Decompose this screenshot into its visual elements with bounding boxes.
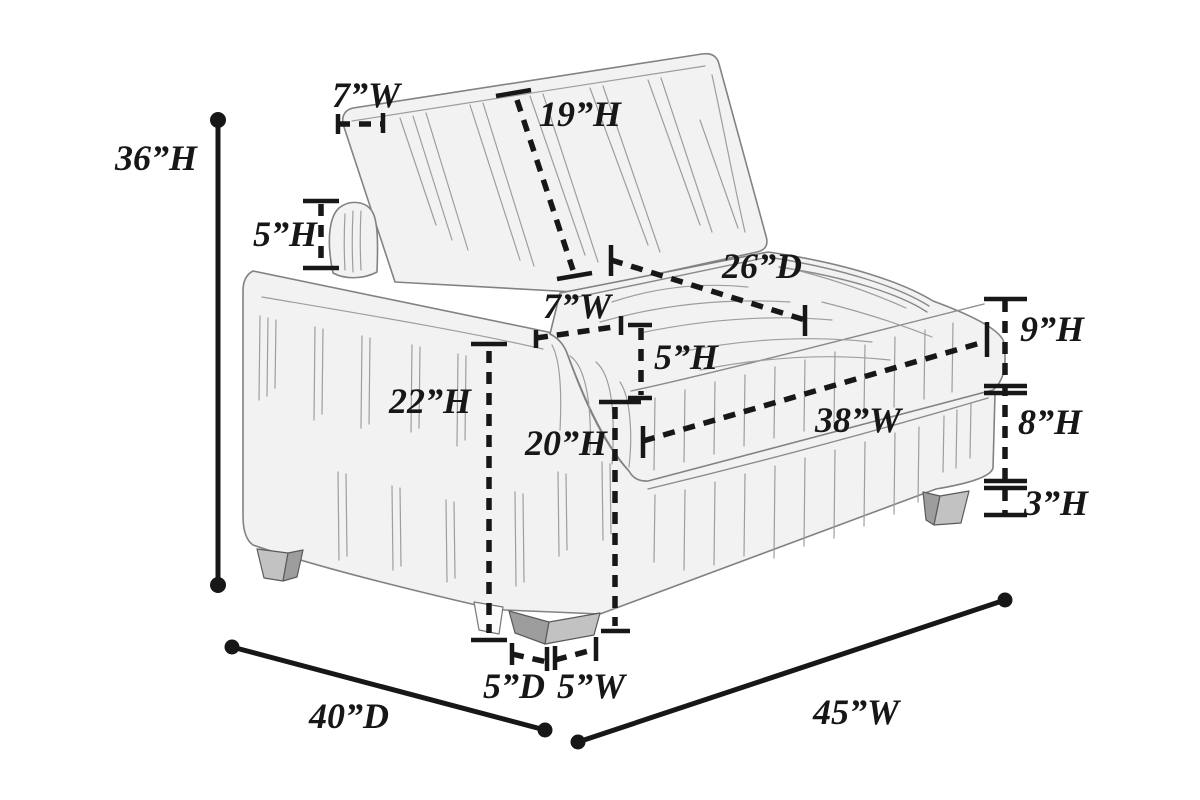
dim-overall-height: 36”H [114, 112, 226, 593]
dimension-annotations: 36”H 7”W 19”H 5”H 26”D [114, 75, 1089, 750]
back-pleat-lines [399, 77, 739, 267]
dim-overall-depth: 40”D [224, 639, 553, 738]
seat-piping-lines [567, 257, 989, 490]
back-right-contour [711, 74, 746, 233]
front-panel-pleats [514, 461, 612, 587]
arm-front-contours [551, 344, 632, 468]
sofa-back-cushion [341, 52, 768, 293]
arm-pillow [328, 201, 379, 279]
right-leg-front-face [933, 490, 970, 526]
dim-seat-depth: 26”D [608, 245, 808, 336]
sofa-legs [256, 490, 970, 645]
arm-top-band-line [261, 296, 544, 350]
back-top-band-line [351, 65, 706, 122]
dim-arm-top-width: 7”W [533, 286, 624, 348]
arm-pillow-pleats [343, 210, 362, 273]
back-top-width-label: 7”W [332, 75, 403, 115]
seat-tuft-arcs [599, 267, 933, 371]
base-band-pleats [653, 403, 972, 571]
dim-arm-front-height: 5”H [628, 322, 719, 401]
seat-width-label: 38”W [814, 400, 904, 440]
leg-depth-label: 5”D [483, 666, 545, 706]
overall-width-label: 45”W [812, 692, 902, 732]
front-leg-side-face [508, 610, 550, 645]
dim-right-height-stack: 9”H 8”H 3”H [984, 296, 1089, 523]
cushion-height-label: 9”H [1020, 309, 1085, 349]
center-back-leg [473, 601, 504, 635]
dim-overall-width: 45”W [570, 592, 1013, 750]
dim-seat-front-height: 20”H [524, 399, 641, 634]
arm-front-height-label: 5”H [654, 337, 719, 377]
dim-leg-depth: 5”D [483, 643, 550, 706]
dim-back-height: 19”H [495, 87, 622, 282]
base-height-label: 8”H [1018, 402, 1083, 442]
pillow-height-label: 5”H [253, 214, 318, 254]
leg-width-label: 5”W [557, 666, 628, 706]
front-leg-front-face [544, 612, 601, 645]
dim-back-top-width: 7”W [332, 75, 403, 134]
dim-arm-height: 22”H [388, 341, 507, 643]
side-panel-pleats [258, 315, 467, 583]
left-leg-side-face [282, 549, 304, 582]
seat-depth-label: 26”D [721, 246, 802, 286]
back-height-label: 19”H [539, 94, 622, 134]
dim-pillow-height: 5”H [253, 198, 339, 271]
seat-front-height-label: 20”H [524, 423, 608, 463]
dim-seat-width: 38”W [640, 322, 990, 458]
arm-top-width-label: 7”W [543, 286, 614, 326]
overall-height-label: 36”H [114, 138, 198, 178]
sofa-illustration [242, 52, 1006, 645]
overall-depth-label: 40”D [308, 696, 389, 736]
leg-height-label: 3”H [1023, 483, 1089, 523]
arm-height-label: 22”H [388, 381, 472, 421]
dim-leg-width: 5”W [552, 637, 628, 706]
